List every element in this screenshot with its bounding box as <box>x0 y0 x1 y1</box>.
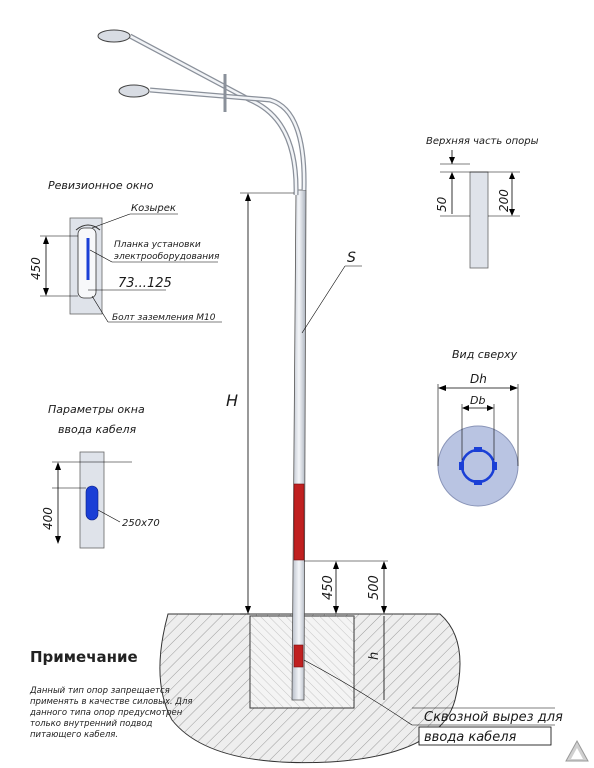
label-mount-plate-2: электрооборудования <box>114 252 220 262</box>
label-200: 200 <box>497 189 511 212</box>
label-450-base: 450 <box>321 575 336 600</box>
revision-window-detail <box>40 213 222 323</box>
label-h: h <box>367 652 382 660</box>
dimension-base <box>304 560 388 700</box>
title-cable-window-1: Параметры окна <box>48 403 145 416</box>
title-revision-window: Ревизионное окно <box>48 179 154 192</box>
label-Db: Db <box>470 394 485 407</box>
pole <box>97 29 307 701</box>
notes-text: Данный тип опор запрещается применять в … <box>30 686 193 740</box>
label-range: 73...125 <box>118 276 172 291</box>
notes-title: Примечание <box>30 648 138 666</box>
label-450-left: 450 <box>29 257 43 280</box>
label-50: 50 <box>435 196 449 212</box>
label-visor: Козырек <box>131 203 176 214</box>
label-H: H <box>226 391 238 410</box>
label-S: S <box>347 250 356 266</box>
label-500: 500 <box>367 575 382 600</box>
triangle-logo-icon <box>565 739 589 762</box>
label-cutout-1: Сквозной вырез для <box>424 710 563 725</box>
label-Dh: Dh <box>470 372 487 386</box>
cable-window-detail <box>52 451 132 549</box>
label-ground-bolt: Болт заземления М10 <box>112 313 216 323</box>
cutout-callout <box>303 659 555 746</box>
title-top-view: Вид сверху <box>452 348 518 361</box>
label-cutout-2: ввода кабеля <box>424 730 517 745</box>
title-top-part: Верхняя часть опоры <box>426 136 539 147</box>
label-mount-plate-1: Планка установки <box>114 240 201 250</box>
dimension-H <box>240 192 294 615</box>
label-400: 400 <box>41 507 55 530</box>
title-cable-window-2: ввода кабеля <box>58 423 137 436</box>
top-part-detail <box>440 150 520 269</box>
leader-S <box>301 265 362 334</box>
top-view-detail <box>437 384 519 507</box>
label-250x70: 250x70 <box>122 518 160 529</box>
